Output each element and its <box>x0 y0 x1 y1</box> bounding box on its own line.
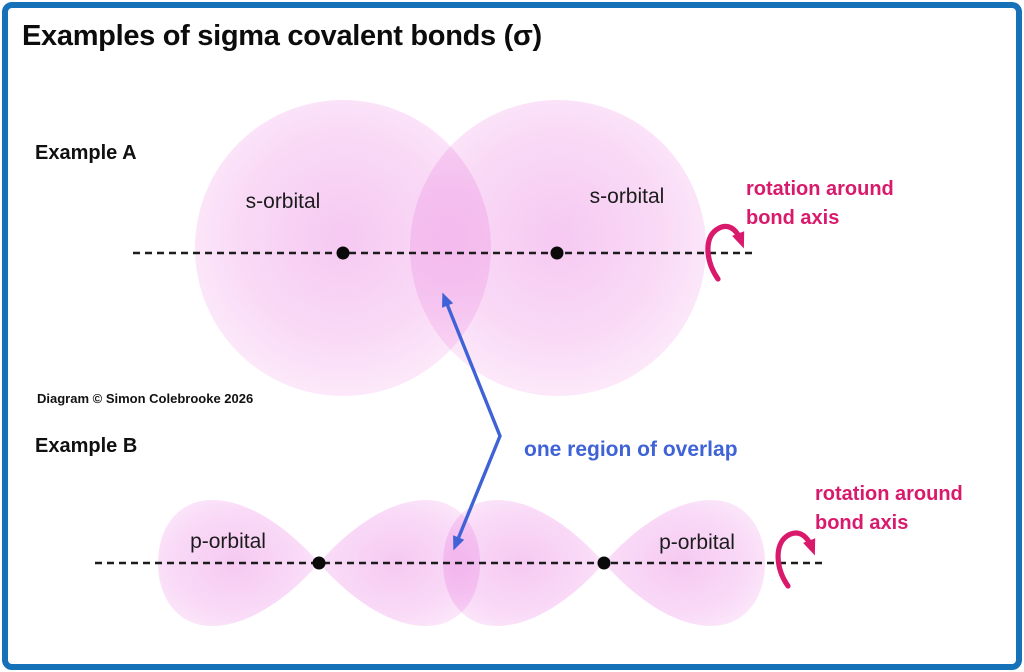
p-orbital-left-outer-lobe <box>158 500 319 626</box>
example-b-label: Example B <box>35 435 138 457</box>
rotation-arrow-icon-a <box>705 223 745 282</box>
nucleus-dot-a-left <box>336 246 350 260</box>
s-orbital-right-label: s-orbital <box>589 185 665 208</box>
page-title: Examples of sigma covalent bonds (σ) <box>22 20 542 52</box>
p-orbital-left-label: p-orbital <box>190 530 266 553</box>
nucleus-dot-a-right <box>550 246 564 260</box>
p-orbital-right-label: p-orbital <box>659 531 735 554</box>
copyright-credit: Diagram © Simon Colebrooke 2026 <box>37 391 254 406</box>
s-orbital-left-label: s-orbital <box>245 190 321 213</box>
overlap-note: one region of overlap <box>524 438 738 461</box>
nucleus-dot-b-left <box>312 556 326 570</box>
rotation-note-b: rotation around bond axis <box>815 483 963 534</box>
overlap-pointer-arrow <box>442 292 502 551</box>
nucleus-dot-b-right <box>597 556 611 570</box>
p-orbital-right-inner-lobe <box>443 500 604 626</box>
example-a-label: Example A <box>35 142 137 164</box>
rotation-arrow-icon-b <box>775 530 816 589</box>
rotation-note-a: rotation around bond axis <box>746 178 894 229</box>
